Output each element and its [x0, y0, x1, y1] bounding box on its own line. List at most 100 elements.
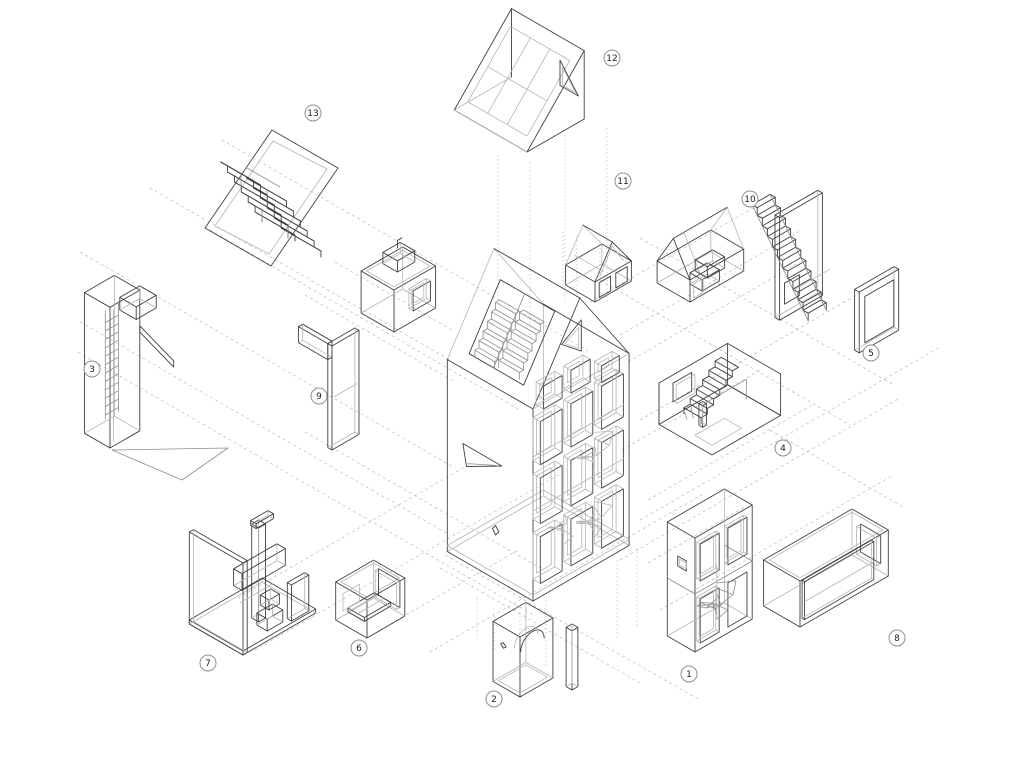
line [105, 331, 119, 340]
line [672, 371, 693, 403]
line [536, 467, 552, 514]
line [615, 531, 624, 536]
line [774, 189, 823, 219]
line [715, 567, 720, 571]
guide-line [659, 475, 893, 611]
part-label-5: 5 [862, 344, 880, 362]
line [506, 340, 528, 354]
line [714, 360, 733, 372]
part-9-service-box-with-wall-panel [297, 237, 437, 451]
line [597, 431, 613, 479]
line [672, 206, 728, 239]
line [266, 207, 301, 228]
line [453, 109, 585, 153]
line [585, 386, 593, 392]
part-label-10: 10 [741, 190, 759, 208]
line [772, 236, 792, 248]
line [360, 307, 437, 333]
line [563, 513, 568, 524]
guide-line [77, 351, 536, 617]
line [554, 566, 563, 572]
line [554, 460, 563, 466]
line [514, 625, 539, 649]
line [563, 561, 572, 567]
line [876, 563, 881, 567]
line [601, 505, 613, 518]
line [769, 194, 827, 311]
line [84, 430, 141, 449]
part-label-circle [199, 654, 217, 672]
line [554, 519, 563, 525]
line [478, 340, 499, 353]
part-label-circle [862, 344, 880, 362]
part-label-circle [888, 629, 906, 647]
part-label-text: 8 [894, 634, 900, 644]
part-label-3: 3 [83, 360, 101, 378]
line [594, 483, 602, 489]
line [697, 605, 707, 609]
line [720, 356, 739, 368]
line [666, 618, 753, 653]
line [727, 516, 748, 566]
line [233, 543, 286, 575]
part-1-spiral-stair-core [666, 488, 753, 653]
line [355, 599, 383, 615]
line [493, 293, 526, 368]
part-label-text: 9 [316, 392, 322, 402]
part-8-long-room-shell [763, 508, 889, 628]
line [462, 443, 503, 468]
guide-line [769, 429, 906, 509]
line [260, 598, 280, 606]
line [375, 568, 379, 571]
part-label-text: 5 [868, 349, 874, 359]
line [554, 404, 563, 410]
line [286, 572, 310, 586]
line [697, 602, 701, 607]
line [586, 513, 595, 524]
line [511, 8, 585, 52]
line [273, 217, 308, 238]
line [412, 280, 431, 312]
part-label-12: 12 [603, 49, 621, 67]
line [532, 353, 630, 410]
line [214, 140, 328, 255]
line [677, 555, 687, 572]
part-label-circle [603, 49, 621, 67]
line [532, 404, 625, 458]
line [585, 443, 593, 449]
line [426, 298, 431, 302]
line [247, 201, 282, 222]
line [491, 318, 512, 331]
line [204, 129, 339, 267]
line [539, 377, 552, 399]
line [511, 331, 533, 344]
line [774, 292, 823, 318]
line [695, 394, 715, 406]
part-label-9: 9 [310, 387, 328, 405]
line [396, 580, 401, 584]
line [498, 664, 548, 694]
line [763, 575, 889, 628]
line [523, 309, 545, 323]
line [667, 544, 753, 595]
main-house [446, 248, 630, 602]
part-label-13: 13 [304, 104, 322, 122]
line [526, 50, 585, 153]
part-label-text: 13 [307, 109, 318, 119]
part-label-text: 7 [205, 659, 211, 669]
line [802, 299, 822, 311]
line [804, 561, 874, 602]
line [597, 357, 609, 373]
line [716, 580, 737, 584]
line [562, 66, 576, 93]
line [615, 266, 628, 289]
guide-line [621, 368, 763, 451]
part-label-text: 3 [89, 365, 95, 375]
line [119, 307, 157, 320]
line [498, 360, 520, 373]
line [347, 592, 392, 618]
line [535, 370, 556, 406]
guide-line [79, 251, 456, 469]
line [188, 612, 317, 656]
line [801, 539, 875, 583]
